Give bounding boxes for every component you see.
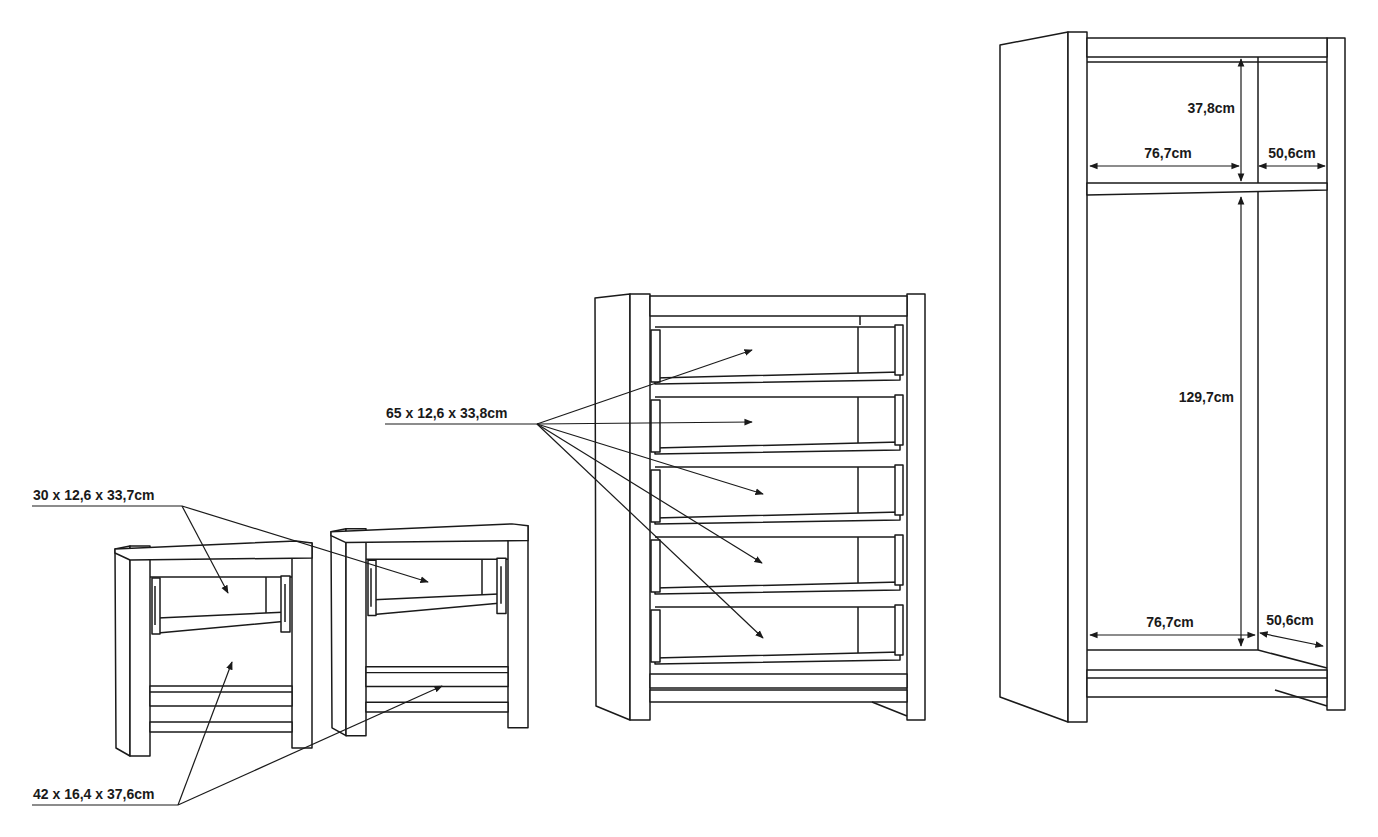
drawer [651, 535, 903, 594]
leader-lines [32, 350, 763, 805]
drawer [651, 325, 903, 384]
dimension-label: 50,6cm [1265, 612, 1314, 628]
dimension-label: 76,7cm [1143, 145, 1192, 161]
drawer [651, 605, 903, 664]
dimension-label: 65 x 12,6 x 33,8cm [385, 405, 508, 421]
chest-of-drawers [595, 294, 925, 720]
drawer [651, 395, 903, 454]
dimension-label: 37,8cm [1187, 100, 1236, 116]
dimension-label: 30 x 12,6 x 33,7cm [32, 487, 155, 503]
dimension-label: 50,6cm [1267, 145, 1316, 161]
dimension-lines [1090, 59, 1325, 646]
dimension-label: 129,7cm [1178, 389, 1235, 405]
drawer [651, 465, 903, 524]
dimension-label: 42 x 16,4 x 37,6cm [32, 786, 155, 802]
dimension-label: 76,7cm [1145, 614, 1194, 630]
wardrobe [1000, 32, 1345, 722]
nightstand-left [115, 541, 312, 756]
nightstand-right [331, 524, 528, 736]
